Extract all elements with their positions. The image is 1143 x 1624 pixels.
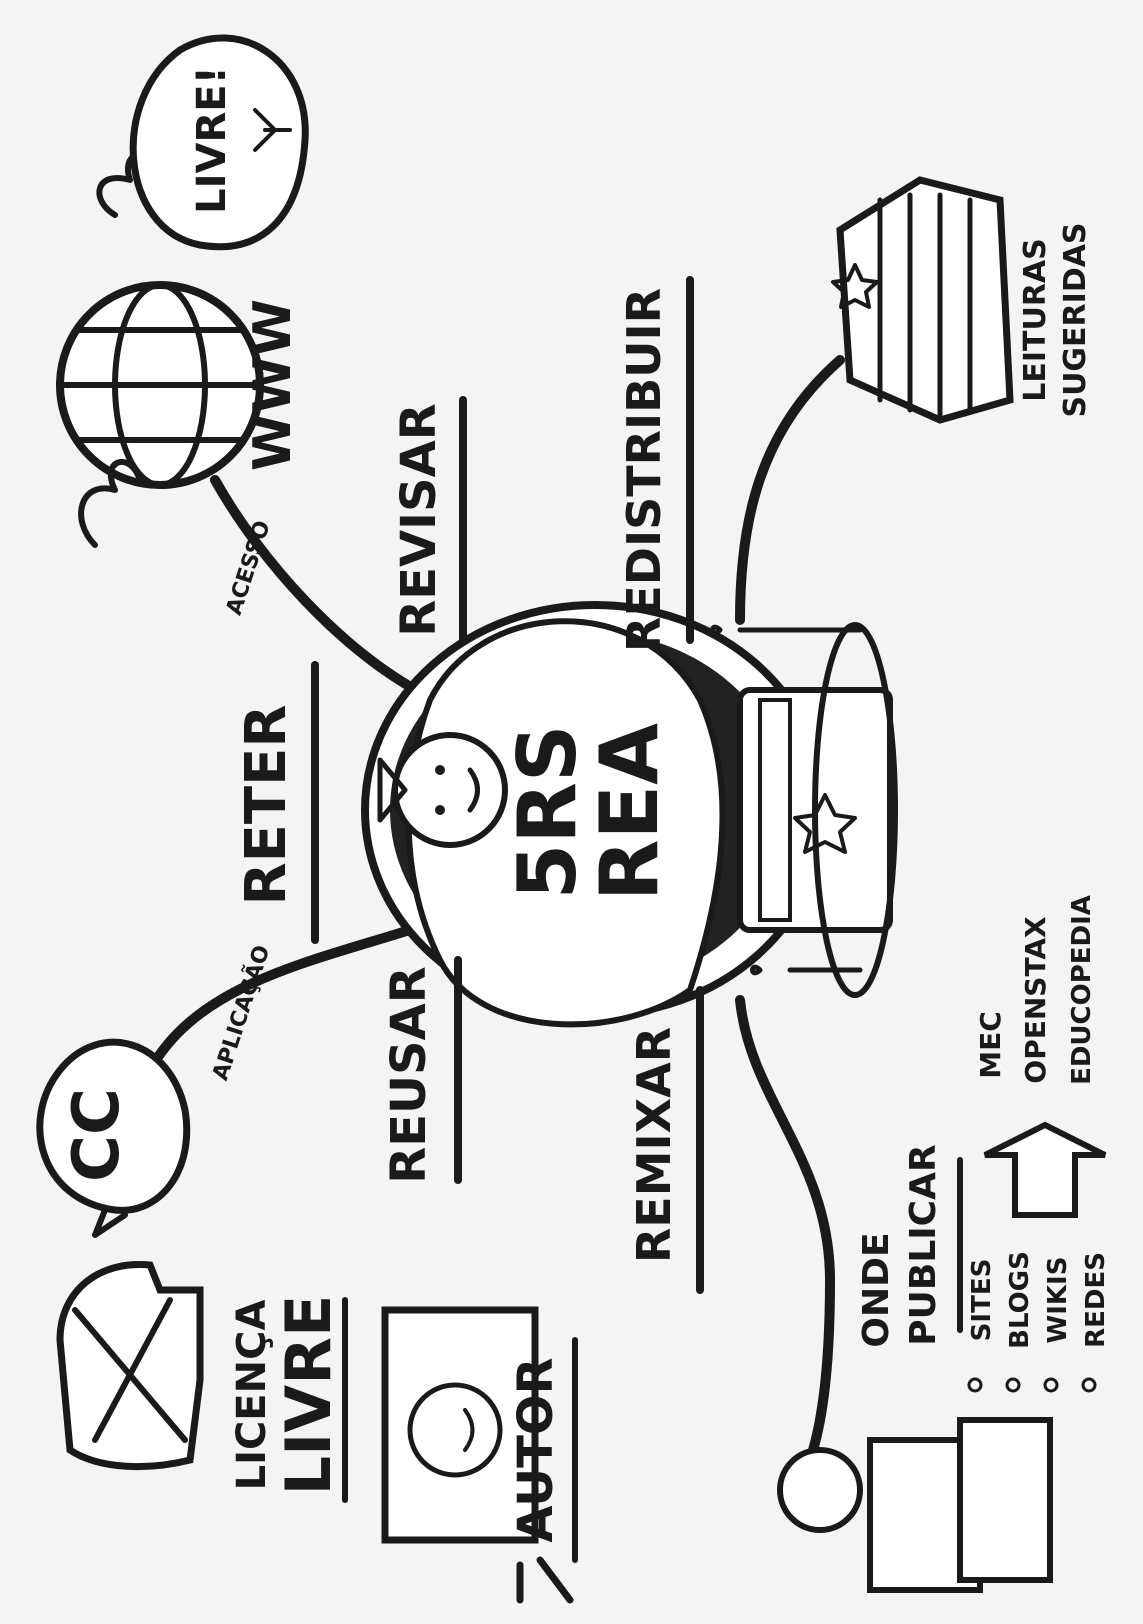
- svg-text:REVISAR: REVISAR: [391, 403, 447, 636]
- leituras-line2: SUGERIDAS: [1058, 222, 1093, 417]
- center-text-group: 5RS REA: [501, 723, 676, 901]
- flower-icon: [713, 627, 861, 633]
- www-node: WWW ACESSO LIVRE!: [60, 38, 305, 618]
- figure-eye-left: [435, 765, 445, 775]
- licenca-line1: LICENÇA: [229, 1300, 275, 1491]
- connector-publicar: [740, 1000, 830, 1460]
- pedestal-stripe: [760, 700, 790, 920]
- center-line1: 5RS: [501, 725, 594, 900]
- bullet-icon: [1045, 1379, 1057, 1391]
- publisher-head-icon: [780, 1450, 860, 1530]
- bullet-icon: [1007, 1379, 1019, 1391]
- publicar-line2: PUBLICAR: [903, 1144, 944, 1345]
- publicar-line1: ONDE: [856, 1232, 897, 1347]
- publicar-item: REDES: [1081, 1252, 1111, 1348]
- publicar-item: SITES: [967, 1259, 997, 1342]
- www-connector-label: ACESSO: [222, 518, 276, 619]
- publicar-example: EDUCOPEDIA: [1067, 895, 1097, 1085]
- label-remixar: REMIXAR: [627, 1027, 681, 1263]
- www-label: WWW: [243, 299, 303, 471]
- connector-leituras: [740, 360, 840, 620]
- licenca-node: LICENÇA LIVRE: [60, 1264, 345, 1500]
- publicar-examples: MEC OPENSTAX EDUCOPEDIA: [974, 895, 1097, 1085]
- cc-node: CC APLICAÇÃO: [40, 942, 276, 1235]
- svg-text:RETER: RETER: [234, 705, 299, 906]
- autor-label: AUTOR: [508, 1357, 564, 1542]
- figure-eye-right: [435, 805, 445, 815]
- flower-icon: [753, 967, 861, 973]
- bullet-icon: [969, 1379, 981, 1391]
- publicar-item: BLOGS: [1005, 1251, 1035, 1349]
- leituras-line1: LEITURAS: [1018, 238, 1053, 402]
- licenca-line2: LIVRE: [272, 1295, 345, 1496]
- publicar-example: OPENSTAX: [1019, 916, 1052, 1084]
- author-portrait-icon: [410, 1385, 500, 1475]
- svg-text:REMIXAR: REMIXAR: [627, 1027, 681, 1263]
- plug-icon: [520, 1560, 570, 1600]
- bullet-icon: [1083, 1379, 1095, 1391]
- cc-symbol: CC: [60, 1088, 134, 1182]
- autor-node: AUTOR: [385, 1310, 575, 1600]
- figure-head: [395, 735, 505, 845]
- cc-connector-label: APLICAÇÃO: [207, 942, 275, 1084]
- svg-text:REDISTRIBUIR: REDISTRIBUIR: [617, 288, 671, 652]
- laptop-icon: [960, 1420, 1050, 1580]
- books-icon: [840, 180, 1010, 420]
- label-revisar: REVISAR: [391, 403, 447, 636]
- label-redistribuir: REDISTRIBUIR: [617, 288, 671, 652]
- label-reter: RETER: [234, 705, 299, 906]
- publicar-list: SITES BLOGS WIKIS REDES: [967, 1251, 1111, 1391]
- svg-text:REUSAR: REUSAR: [381, 966, 437, 1183]
- arrow-up-icon: [985, 1125, 1105, 1215]
- leituras-node: LEITURAS SUGERIDAS: [833, 180, 1093, 420]
- publicar-item: WIKIS: [1043, 1257, 1073, 1344]
- publicar-example: MEC: [974, 1011, 1007, 1079]
- livre-bubble-text: LIVRE!: [189, 66, 235, 214]
- label-reusar: REUSAR: [381, 966, 437, 1183]
- center-line2: REA: [583, 723, 676, 901]
